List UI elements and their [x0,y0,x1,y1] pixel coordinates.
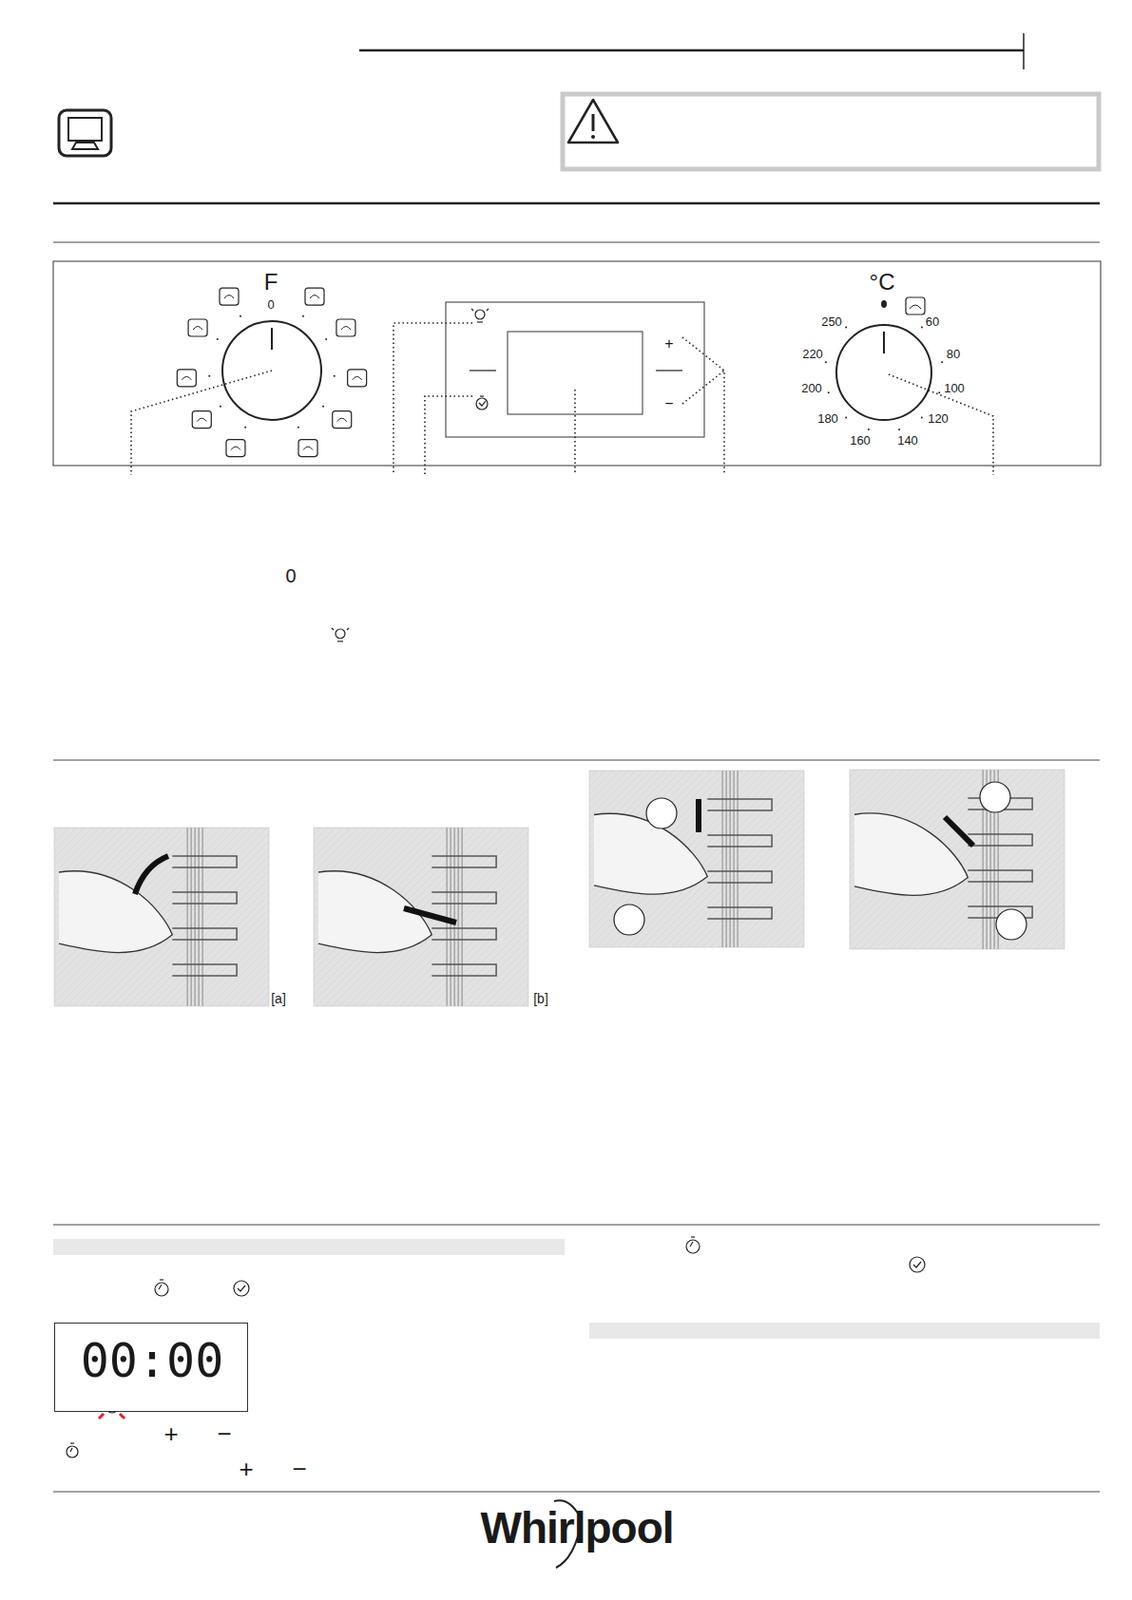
button-symbol: + [664,336,673,352]
button-symbol: − [291,1457,307,1482]
temperature-value: 140 [897,434,919,447]
figure-tag: [a] [270,992,287,1006]
temperature-value: 200 [801,382,823,395]
button-symbol: − [664,396,673,412]
temperature-value: 160 [849,434,871,447]
button-symbol: − [216,1421,231,1447]
thermostat-label: °C [869,270,896,294]
function-knob-label: F [264,270,279,294]
temperature-value: 220 [802,347,824,361]
time-display: 00:00 [54,1323,249,1413]
temperature-value: 60 [925,315,940,328]
button-symbol: + [163,1421,178,1447]
temperature-value: 100 [943,382,965,395]
button-symbol: + [238,1457,253,1482]
off-position: 0 [267,298,274,311]
symbol-text: 0 [285,566,296,586]
temperature-value: 120 [927,412,949,425]
display-digits: 00:00 [80,1337,225,1385]
temperature-value: 180 [817,412,839,425]
temperature-value: 250 [821,315,843,328]
brand-logo: Whirlpool [479,1506,673,1551]
figure-tag: [b] [533,992,549,1006]
temperature-value: 80 [946,347,960,361]
